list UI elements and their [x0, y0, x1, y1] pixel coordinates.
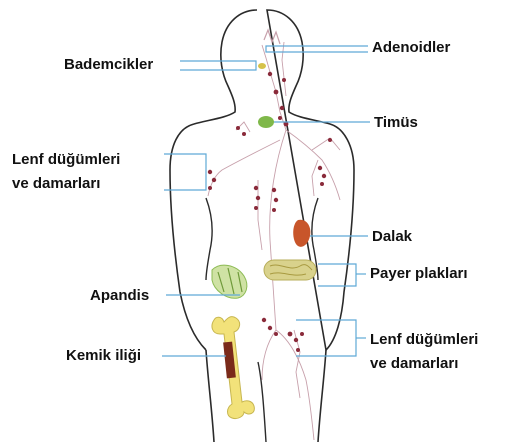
label-adenoidler: Adenoidler — [372, 38, 450, 58]
tonsils — [258, 63, 266, 69]
left-leg-outline — [206, 350, 214, 442]
femur-bone — [212, 317, 254, 419]
label-payer: Payer plakları — [370, 264, 468, 284]
label-lenf-lower-line1: Lenf düğümleri — [370, 330, 478, 350]
label-dalak: Dalak — [372, 227, 412, 247]
peyers-patches — [264, 260, 316, 280]
label-timus: Timüs — [374, 113, 418, 133]
label-apandis: Apandis — [90, 286, 149, 306]
appendix — [212, 265, 247, 298]
leader-lines — [162, 46, 370, 356]
label-lenf-upper-line2: ve damarları — [12, 174, 100, 194]
right-leg-outline — [318, 350, 326, 442]
label-bademcikler: Bademcikler — [64, 55, 153, 75]
label-kemik-iligi: Kemik iliği — [66, 346, 141, 366]
thymus — [258, 116, 274, 128]
label-lenf-upper-line1: Lenf düğümleri — [12, 150, 120, 170]
left-arm-inner — [206, 198, 212, 280]
lymph-vessels — [208, 42, 340, 440]
label-lenf-lower-line2: ve damarları — [370, 354, 458, 374]
